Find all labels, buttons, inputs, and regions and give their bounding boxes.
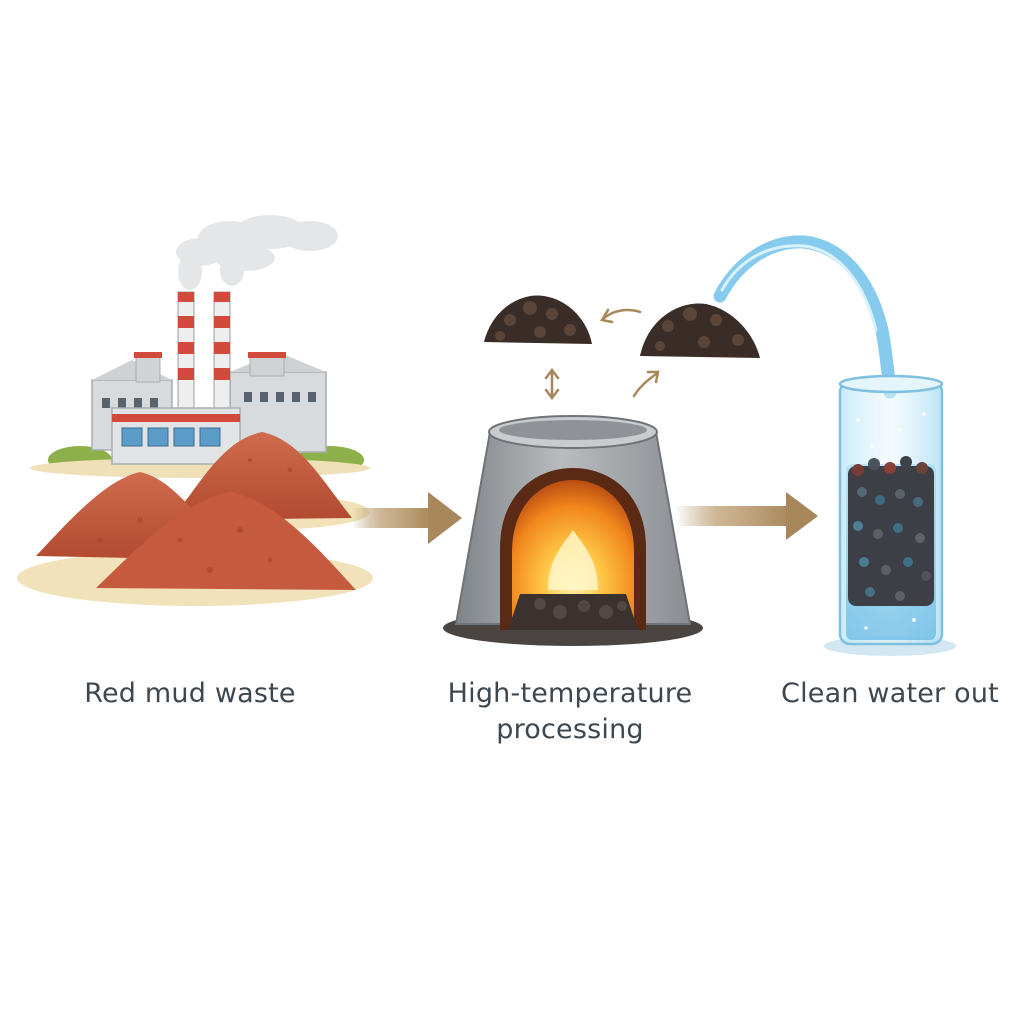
water-stream-icon [713, 235, 897, 399]
pellet-pile-icon [484, 295, 760, 358]
stage-label-clean-water: Clean water out [781, 678, 999, 709]
furnace-icon [443, 415, 703, 646]
glass-filter-icon [824, 374, 956, 656]
red-mud-pile-icon [17, 432, 373, 606]
smokestack-icon [177, 291, 231, 411]
factory-icon [30, 215, 370, 478]
stage-label-processing: High-temperature processing [447, 678, 693, 745]
arrow-right-icon [676, 492, 818, 540]
arrow-right-icon [352, 492, 462, 544]
cycle-arrow-icon [544, 308, 660, 401]
smoke-icon [176, 215, 338, 290]
stage-label-red-mud: Red mud waste [84, 678, 296, 709]
